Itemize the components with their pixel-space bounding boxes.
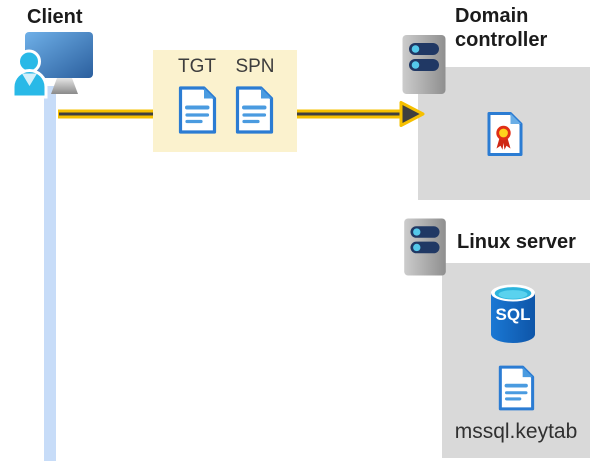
monitor-screen [25, 32, 93, 78]
domain-controller-server-icon [401, 33, 447, 96]
domain-controller-label: Domain controller [455, 5, 548, 51]
spn-document-icon [234, 86, 274, 134]
tgt-document-icon [177, 86, 217, 134]
keytab-filename-label: mssql.keytab [454, 420, 578, 443]
client-timeline-line [44, 86, 56, 461]
linux-server-label: Linux server [457, 231, 576, 253]
sql-icon-label: SQL [496, 305, 531, 324]
spn-label: SPN [235, 56, 275, 77]
arrowhead-icon [399, 101, 425, 127]
ticket-box: TGT SPN [153, 50, 297, 152]
client-computer-icon [11, 32, 93, 99]
client-label: Client [27, 6, 83, 28]
linux-server-server-icon [402, 217, 448, 277]
monitor-stand [51, 78, 78, 94]
keytab-document-icon [497, 363, 535, 413]
sql-database-icon: SQL [491, 284, 535, 343]
certificate-icon [487, 112, 523, 156]
tgt-label: TGT [178, 56, 216, 77]
person-icon [11, 49, 48, 99]
